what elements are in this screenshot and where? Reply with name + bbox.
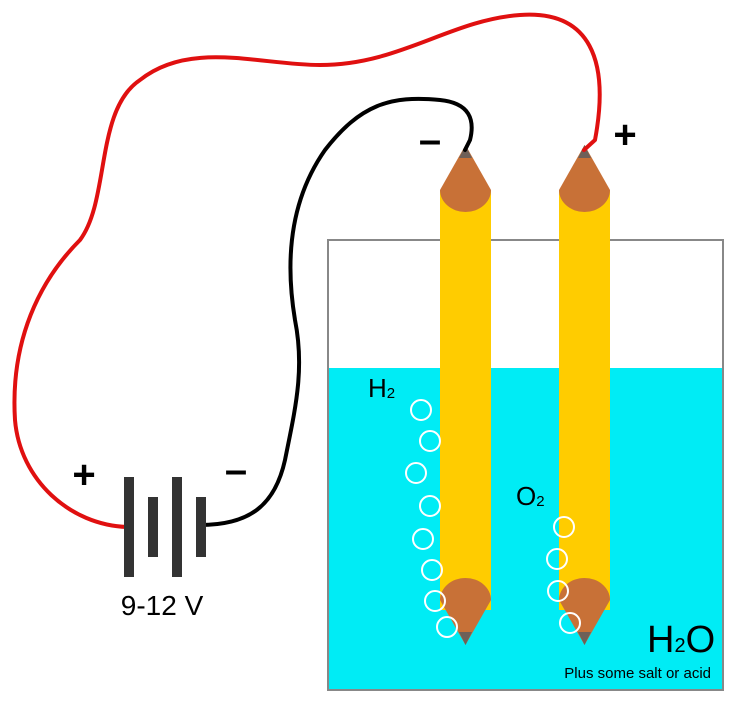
bubble	[553, 516, 575, 538]
bubble	[405, 462, 427, 484]
cathode-pencil	[440, 145, 491, 645]
oxygen-bubbles	[546, 516, 581, 634]
water-note: Plus some salt or acid	[564, 665, 711, 682]
bubble	[559, 612, 581, 634]
anode-pencil-body	[559, 190, 610, 610]
bubble	[410, 399, 432, 421]
hydrogen-label: H2	[368, 373, 395, 403]
bubble	[419, 430, 441, 452]
cathode-minus-sign: –	[419, 118, 441, 162]
battery-plate-3	[172, 477, 182, 577]
anode-pencil	[559, 145, 610, 645]
cathode-bottom-graphite	[459, 632, 472, 645]
container-air-space	[328, 240, 723, 368]
oxygen-label: O2	[516, 481, 545, 511]
battery-minus-sign: –	[225, 448, 247, 492]
battery-plate-1	[124, 477, 134, 577]
battery-plate-4	[196, 497, 206, 557]
cathode-pencil-body	[440, 190, 491, 610]
battery-symbol	[124, 477, 206, 577]
positive-wire	[12, 12, 602, 529]
bubble	[424, 590, 446, 612]
bubble	[412, 528, 434, 550]
bubble	[421, 559, 443, 581]
water-fill	[328, 368, 723, 690]
bubble	[547, 580, 569, 602]
anode-pencil-top-wood	[559, 145, 610, 212]
anode-plus-sign: +	[613, 113, 636, 157]
anode-bottom-graphite	[578, 632, 591, 645]
battery-plate-2	[148, 497, 158, 557]
cathode-pencil-top-wood	[440, 145, 491, 212]
anode-pencil-bottom-wood	[559, 578, 610, 645]
negative-wire	[198, 96, 474, 527]
battery-voltage-label: 9-12 V	[121, 590, 204, 621]
battery-plus-sign: +	[72, 453, 95, 497]
bubble	[419, 495, 441, 517]
container-outline	[327, 239, 724, 691]
water-formula: H2O	[647, 619, 715, 661]
bubble	[546, 548, 568, 570]
cathode-pencil-bottom-wood	[440, 578, 491, 645]
hydrogen-bubbles	[405, 399, 458, 638]
bubble	[436, 616, 458, 638]
